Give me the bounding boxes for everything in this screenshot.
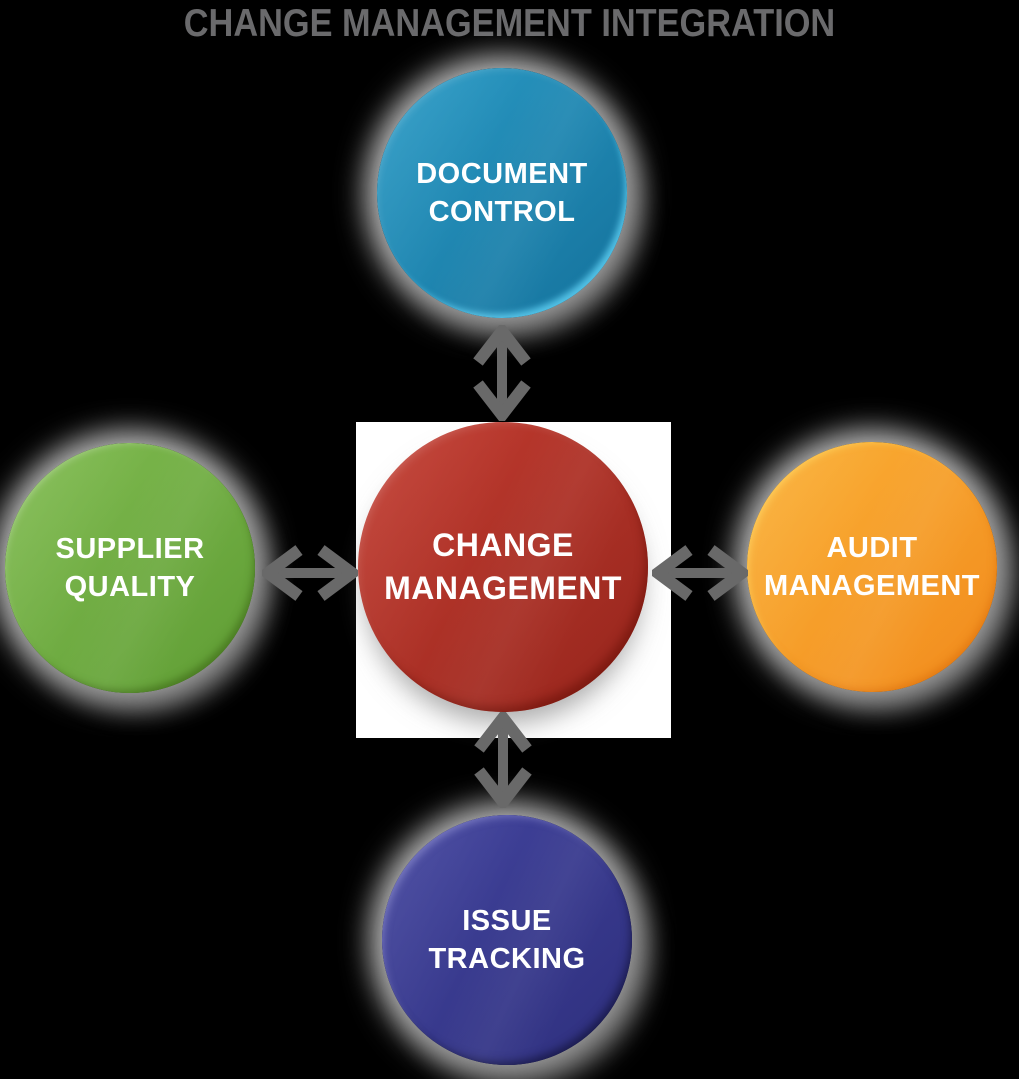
node-label-line: MANAGEMENT (384, 570, 622, 606)
double-arrow-icon-left (262, 545, 358, 601)
double-arrow-icon-top (471, 325, 533, 421)
node-issue-tracking: ISSUE TRACKING (382, 815, 632, 1065)
node-label-line: TRACKING (428, 943, 586, 975)
double-arrow-icon-bottom (472, 712, 534, 808)
node-label-line: DOCUMENT (416, 157, 588, 190)
node-audit-management: AUDIT MANAGEMENT (747, 442, 997, 692)
node-label-line: CHANGE (432, 527, 574, 564)
page-title: CHANGE MANAGEMENT INTEGRATION (183, 2, 836, 45)
double-arrow-icon-right (652, 545, 748, 601)
node-label-line: MANAGEMENT (763, 570, 981, 602)
node-supplier-quality: SUPPLIER QUALITY (5, 443, 255, 693)
node-document-control: DOCUMENT CONTROL (377, 68, 627, 318)
node-label-line: ISSUE (462, 904, 552, 937)
node-label-line: SUPPLIER (55, 532, 205, 565)
node-label-line: QUALITY (64, 571, 196, 603)
node-change-management: CHANGE MANAGEMENT (358, 422, 648, 712)
node-label-line: AUDIT (826, 531, 918, 564)
node-label-line: CONTROL (428, 196, 576, 228)
